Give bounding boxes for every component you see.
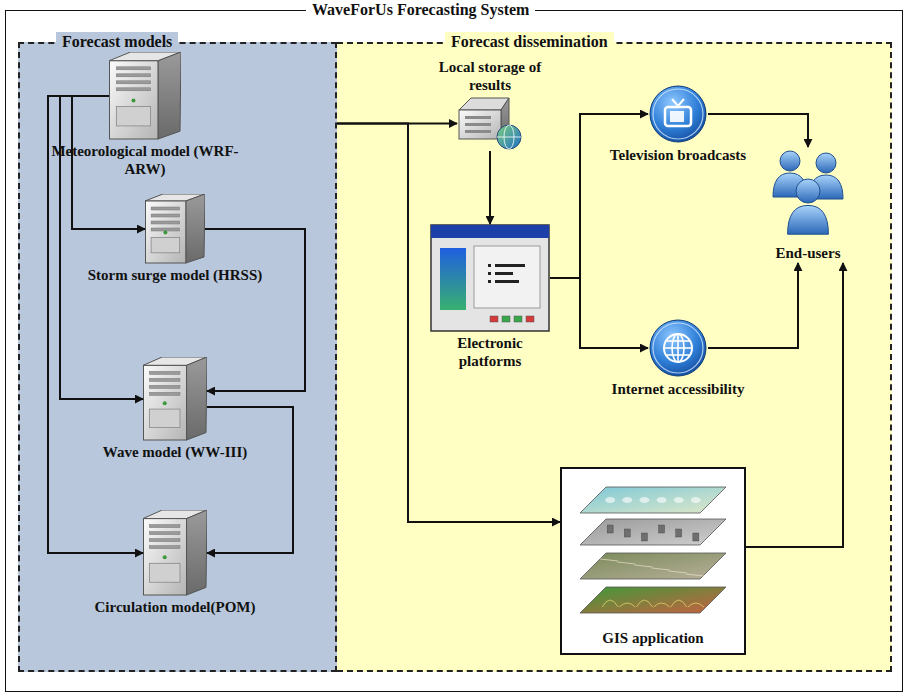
dissemination-panel: Forecast disseminationLocal storage of r… [337,42,892,672]
server-icon [143,357,207,441]
gis-layers-illustration [580,487,726,613]
window-symbol [431,225,549,331]
gis-box: GIS application [560,467,746,655]
storage-icon [457,96,523,151]
flow-arrow [205,229,305,391]
server-symbol [143,357,207,440]
server-symbol [109,52,181,139]
flow-arrow [746,263,843,547]
model-server: Meteorological model (WRF-ARW) [45,50,245,178]
panel-title: WaveForUs Forecasting System [306,0,535,20]
flow-arrow [708,263,798,348]
flow-arrow [60,96,143,399]
node-label: Storm surge model (HRSS) [88,266,263,284]
node-label: Meteorological model (WRF-ARW) [45,142,245,178]
node-label: Television broadcasts [610,146,746,164]
globe-symbol [650,320,706,376]
tv-icon [648,84,708,144]
platform-window: Electronic platforms [425,222,555,370]
flow-arrow [337,123,457,125]
storage-server: Local storage of results [435,58,545,153]
flow-arrow [72,96,145,229]
models-panel: Forecast modelsMeteorological model (WRF… [18,42,337,672]
model-server: Storm surge model (HRSS) [65,192,285,284]
flow-arrow [337,124,560,523]
system-frame: WaveForUs Forecasting SystemForecast mod… [5,10,903,692]
node-label: Circulation model(POM) [95,598,256,616]
server-symbol [145,194,205,263]
people-symbol [773,151,843,234]
model-server: Wave model (WW-III) [75,355,275,461]
panel-title: Forecast dissemination [445,32,614,52]
node-label: GIS application [602,629,703,647]
server-icon [109,52,181,140]
flow-arrow [489,151,491,224]
window-icon [430,224,550,332]
flow-arrow [48,96,143,553]
node-label: End-users [775,244,840,262]
users-icon: End-users [758,145,858,262]
tv-icon: Television broadcasts [588,82,768,164]
internet-icon: Internet accessibility [588,316,768,398]
tv-symbol [650,86,706,142]
web-icon [648,318,708,378]
flow-arrow [550,114,648,278]
node-label: Wave model (WW-III) [103,443,247,461]
gis-illustration [566,473,740,623]
server-icon [143,510,207,596]
server-icon [145,194,205,264]
people-icon [762,147,854,242]
node-label: Internet accessibility [612,380,745,398]
storage-symbol [459,98,521,149]
panel-title: Forecast models [56,32,178,52]
flow-arrow [207,407,293,553]
flow-arrow [708,114,808,147]
model-server: Circulation model(POM) [70,508,280,616]
flow-arrow [550,278,648,348]
server-symbol [143,510,207,595]
node-label: Electronic platforms [425,334,555,370]
node-label: Local storage of results [435,58,545,94]
